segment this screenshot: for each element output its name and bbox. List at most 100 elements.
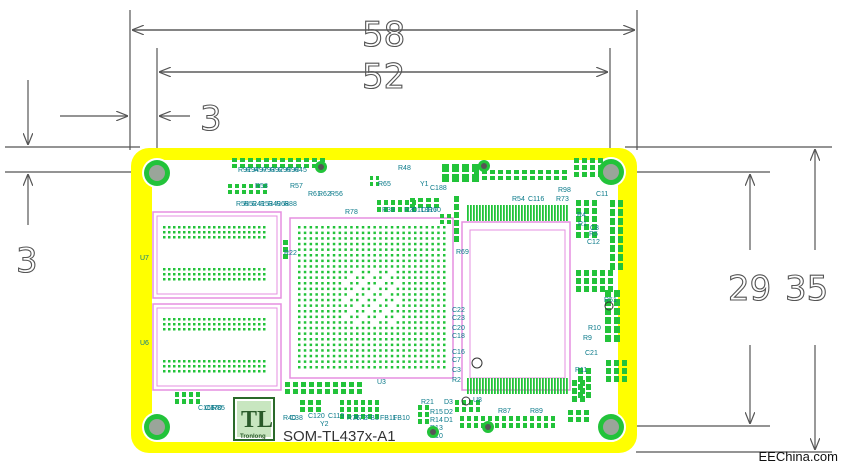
component-ref-label: R48 xyxy=(398,165,411,172)
component-ref-label: R73 xyxy=(556,196,569,203)
component-ref-label: C188 xyxy=(430,185,447,192)
component-ref-label: R68 xyxy=(276,201,289,208)
component-ref-label: C119 xyxy=(328,413,344,420)
component-ref-label: R14 xyxy=(430,417,443,424)
component-ref-label: C22 xyxy=(452,307,465,314)
component-ref-label: R97 xyxy=(254,167,267,174)
ref-u3: U3 xyxy=(377,379,386,386)
component-ref-label: R69 xyxy=(456,249,469,256)
component-ref-label: D2 xyxy=(444,409,453,416)
component-ref-label: C12 xyxy=(587,239,600,246)
logo-subtext: Tronlong xyxy=(240,434,266,440)
qfp-pad-rows xyxy=(467,205,568,394)
component-ref-label: R58 xyxy=(255,183,268,190)
component-ref-label: R78 xyxy=(345,209,358,216)
board-name: SOM-TL437x-A1 xyxy=(283,428,396,445)
component-ref-label: R94 xyxy=(246,167,259,174)
watermark: EEChina.com xyxy=(758,449,838,464)
component-ref-label: C118 xyxy=(412,207,428,214)
dim-hole-offset-x: 3 xyxy=(200,99,222,139)
component-ref-label: R11 xyxy=(575,367,587,374)
dim-height-inner: 29 xyxy=(728,269,771,309)
component-ref-label: C16 xyxy=(452,349,465,356)
component-ref-label: R91 xyxy=(238,167,251,174)
component-ref-label: C116 xyxy=(528,196,544,203)
ic-right-body xyxy=(469,229,566,379)
component-ref-label: R65 xyxy=(378,181,391,188)
dim-hole-offset-y: 3 xyxy=(16,241,38,281)
component-ref-label: R55 xyxy=(236,201,249,208)
passive-component-pads xyxy=(175,158,627,428)
component-ref-label: R88 xyxy=(284,201,297,208)
component-ref-label: R92 xyxy=(270,167,283,174)
component-ref-label: D3 xyxy=(444,399,453,406)
logo-text: TL xyxy=(241,407,273,433)
component-ref-label: R4 xyxy=(577,212,586,219)
tronlong-logo: TL Tronlong xyxy=(233,397,275,441)
component-ref-label: R39 xyxy=(382,207,395,214)
soc-u3-outline xyxy=(289,217,454,379)
component-ref-label: R10 xyxy=(588,325,601,332)
component-ref-label: FB3 xyxy=(366,415,379,422)
component-ref-label: FB11 xyxy=(380,415,396,422)
component-ref-label: R9 xyxy=(583,335,592,342)
component-ref-label: R56 xyxy=(330,191,343,198)
mounting-holes xyxy=(142,157,626,442)
component-ref-label: R45 xyxy=(294,167,307,174)
component-ref-label: R57 xyxy=(290,183,303,190)
dim-height-outer: 35 xyxy=(785,269,828,309)
component-ref-label: R96 xyxy=(286,167,299,174)
component-ref-label: C11 xyxy=(596,191,608,198)
component-ref-label: R15 xyxy=(430,409,443,416)
component-ref-label: D1 xyxy=(444,417,453,424)
component-ref-label: C23 xyxy=(452,315,465,322)
component-ref-label: C3 xyxy=(452,367,461,374)
ddr-pad-array xyxy=(163,226,266,373)
component-ref-label: R60 xyxy=(428,207,441,214)
component-ref-label: R22 xyxy=(284,250,297,257)
component-ref-label: C8 xyxy=(590,225,599,232)
component-ref-label: R93 xyxy=(262,167,275,174)
component-ref-label: R1 xyxy=(578,221,587,228)
component-ref-label: FB10 xyxy=(393,415,410,422)
chip-u6-outline xyxy=(152,303,282,391)
component-ref-label: R54 xyxy=(512,196,525,203)
ic-right xyxy=(461,205,571,394)
component-ref-label: R85 xyxy=(212,405,225,412)
component-ref-label: R49 xyxy=(268,201,281,208)
component-ref-label: R5 xyxy=(589,231,598,238)
component-ref-label: R52 xyxy=(244,201,257,208)
component-ref-label: R20 xyxy=(404,207,417,214)
soc-u3 xyxy=(289,217,454,379)
component-ref-label: R41 xyxy=(252,201,265,208)
component-ref-label: R89 xyxy=(530,408,543,415)
component-ref-label: R51 xyxy=(604,297,617,304)
component-ref-label: C166 xyxy=(198,405,215,412)
component-ref-label: C18 xyxy=(452,333,465,340)
ref-u8: U8 xyxy=(473,397,482,404)
component-ref-label: C117 xyxy=(421,207,437,214)
component-ref-label: C7 xyxy=(452,357,461,364)
component-ref-label: R76 xyxy=(347,415,360,422)
component-ref-label: Y2 xyxy=(320,421,329,428)
chip-u7-outline xyxy=(152,211,282,299)
component-ref-label: R62 xyxy=(318,191,331,198)
soc-ball-array xyxy=(298,226,446,369)
component-ref-label: C38 xyxy=(290,415,303,422)
component-ref-label: R72 xyxy=(354,415,367,422)
component-ref-label: R61 xyxy=(308,191,321,198)
component-ref-label: R21 xyxy=(421,399,434,406)
component-ref-label: C170 xyxy=(205,405,222,412)
component-ref-label: C20 xyxy=(452,325,465,332)
component-ref-label: R53 xyxy=(260,201,273,208)
component-ref-label: C21 xyxy=(585,350,598,357)
component-ref-label: R2 xyxy=(452,377,461,384)
component-ref-label: R95 xyxy=(278,167,291,174)
component-ref-label: Y1 xyxy=(420,181,429,188)
dimension-lines xyxy=(5,10,832,453)
component-ref-label: R98 xyxy=(558,187,571,194)
dim-width-inner: 52 xyxy=(362,57,405,97)
ref-u6: U6 xyxy=(140,340,149,347)
